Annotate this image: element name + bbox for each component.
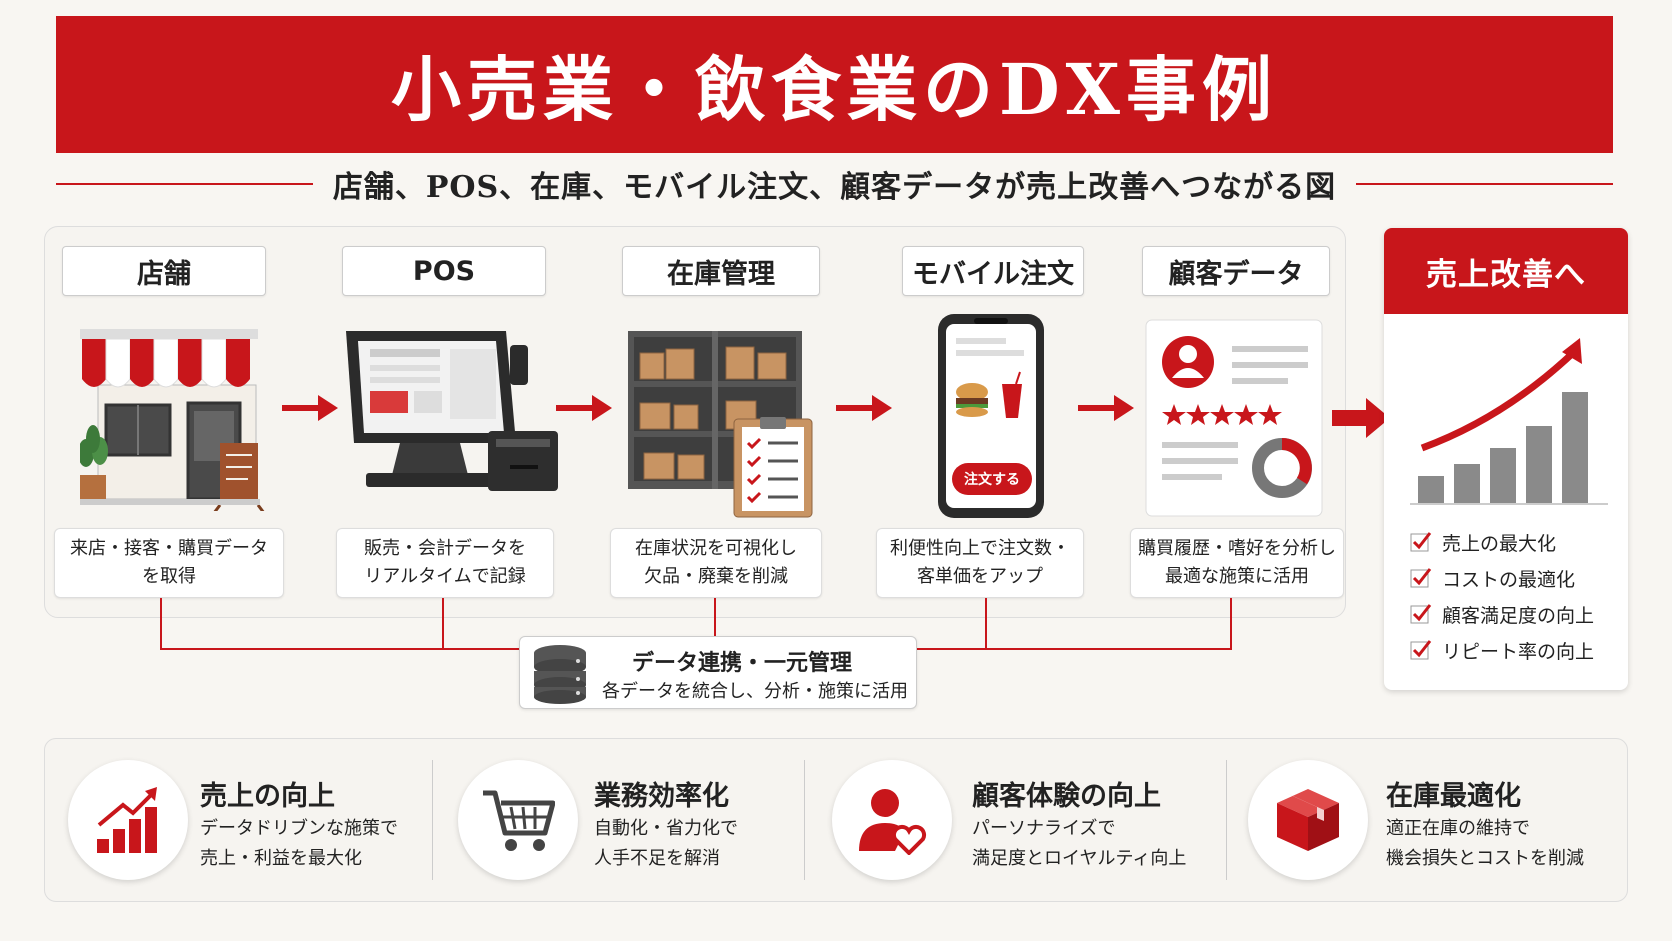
stage-desc-line: 販売・会計データを	[364, 538, 526, 559]
checkbox-checked-icon	[1410, 640, 1432, 660]
improvement-item-label: 顧客満足度の向上	[1442, 604, 1595, 627]
benefit-desc-line: 人手不足を解消	[594, 848, 720, 869]
checkbox-checked-icon	[1410, 532, 1432, 552]
subtitle-rule-right	[1356, 183, 1614, 185]
stage-desc-line: を取得	[142, 566, 196, 587]
benefit-desc: 適正在庫の維持で 機会損失とコストを削減	[1386, 814, 1584, 874]
storefront-icon	[80, 329, 265, 511]
order-button: 注文する	[952, 463, 1032, 495]
improvement-item-label: コストの最適化	[1442, 568, 1576, 591]
improvement-title: 売上改善へ	[1384, 228, 1628, 314]
growth-chart-icon	[97, 787, 157, 853]
benefit-desc-line: 満足度とロイヤルティ向上	[972, 848, 1187, 869]
connector-line	[985, 598, 987, 650]
arrow-right-large-icon	[1332, 398, 1390, 438]
database-icon	[534, 645, 586, 704]
stage-desc-mobile-order: 利便性向上で注文数・ 客単価をアップ	[876, 528, 1084, 598]
page-title: 小売業・飲食業のDX事例	[390, 48, 1278, 131]
stage-desc-line: 購買履歴・嗜好を分析し	[1138, 538, 1336, 559]
benefit-desc-line: 適正在庫の維持で	[1386, 818, 1530, 839]
stage-label-customer-data: 顧客データ	[1142, 246, 1330, 296]
benefit-icon-circle	[1248, 760, 1368, 880]
stage-desc-line: 利便性向上で注文数・	[890, 538, 1070, 559]
subtitle-rule-left	[56, 183, 313, 185]
improvement-item-label: リピート率の向上	[1442, 640, 1595, 663]
title-banner: 小売業・飲食業のDX事例	[56, 16, 1613, 153]
customer-profile-icon	[1145, 319, 1323, 517]
stage-desc-line: 来店・接客・購買データ	[70, 538, 268, 559]
benefit-title: 売上の向上	[200, 781, 335, 812]
pos-terminal-icon	[346, 331, 558, 491]
improvement-item: リピート率の向上	[1410, 635, 1594, 665]
stage-desc-pos: 販売・会計データを リアルタイムで記録	[336, 528, 554, 598]
data-hub-desc: 各データを統合し、分析・施策に活用	[602, 681, 908, 702]
benefit-divider	[804, 760, 805, 880]
arrow-right-icon	[1078, 395, 1134, 421]
benefit-divider	[432, 760, 433, 880]
star-rating	[1162, 404, 1282, 425]
stage-desc-inventory: 在庫状況を可視化し 欠品・廃棄を削減	[610, 528, 822, 598]
benefit-desc: 自動化・省力化で 人手不足を解消	[594, 814, 738, 874]
stage-label-mobile-order: モバイル注文	[902, 246, 1084, 296]
improvement-item-label: 売上の最大化	[1442, 532, 1557, 555]
stage-label-store: 店舗	[62, 246, 266, 296]
connector-line	[442, 598, 444, 650]
benefit-desc-line: 機会損失とコストを削減	[1386, 848, 1584, 869]
benefit-desc: データドリブンな施策で 売上・利益を最大化	[200, 814, 398, 874]
stage-desc-line: 最適な施策に活用	[1165, 566, 1309, 587]
stage-desc-line: 客単価をアップ	[917, 566, 1043, 587]
data-hub-title: データ連携・一元管理	[632, 651, 853, 676]
package-box-icon	[1277, 789, 1339, 851]
checkbox-checked-icon	[1410, 604, 1432, 624]
improvement-item: 売上の最大化	[1410, 527, 1556, 557]
improvement-panel: 売上改善へ 売上の最大化 コストの最適化 顧客満足度の向上 リピート率の向上	[1384, 228, 1628, 690]
stage-desc-line: 在庫状況を可視化し	[635, 538, 797, 559]
subtitle-row: 店舗、POS、在庫、モバイル注文、顧客データが売上改善へつながる図	[56, 158, 1614, 210]
benefit-desc-line: 自動化・省力化で	[594, 818, 738, 839]
benefit-desc: パーソナライズで 満足度とロイヤルティ向上	[972, 814, 1186, 874]
benefit-icon-circle	[68, 760, 188, 880]
improvement-item: コストの最適化	[1410, 563, 1575, 593]
benefit-title: 在庫最適化	[1386, 781, 1521, 812]
stage-desc-line: 欠品・廃棄を削減	[644, 566, 788, 587]
stage-desc-customer-data: 購買履歴・嗜好を分析し 最適な施策に活用	[1130, 528, 1344, 598]
stage-desc-store: 来店・接客・購買データ を取得	[54, 528, 284, 598]
benefit-icon-circle	[832, 760, 952, 880]
benefit-icon-circle	[458, 760, 578, 880]
customer-heart-icon	[859, 789, 927, 855]
benefit-divider	[1226, 760, 1227, 880]
benefit-title: 顧客体験の向上	[972, 781, 1161, 812]
stage-desc-line: リアルタイムで記録	[364, 566, 526, 587]
inventory-shelf-icon	[628, 331, 813, 518]
data-hub-box: データ連携・一元管理 各データを統合し、分析・施策に活用	[519, 636, 917, 709]
benefit-desc-line: パーソナライズで	[972, 818, 1116, 839]
benefit-title: 業務効率化	[594, 781, 729, 812]
shopping-cart-icon	[483, 790, 555, 851]
growth-chart-icon	[1410, 338, 1608, 505]
connector-line	[160, 598, 162, 650]
arrow-right-icon	[836, 395, 892, 421]
connector-line	[714, 598, 716, 638]
benefit-desc-line: 売上・利益を最大化	[200, 848, 362, 869]
arrow-right-icon	[556, 395, 612, 421]
stage-label-pos: POS	[342, 246, 546, 296]
connector-line	[916, 648, 1232, 650]
connector-line	[160, 648, 520, 650]
improvement-item: 顧客満足度の向上	[1410, 599, 1594, 629]
arrow-right-icon	[282, 395, 338, 421]
checkbox-checked-icon	[1410, 568, 1432, 588]
benefit-desc-line: データドリブンな施策で	[200, 818, 398, 839]
stage-label-inventory: 在庫管理	[622, 246, 820, 296]
page-subtitle: 店舗、POS、在庫、モバイル注文、顧客データが売上改善へつながる図	[332, 170, 1337, 205]
connector-line	[1230, 598, 1232, 650]
